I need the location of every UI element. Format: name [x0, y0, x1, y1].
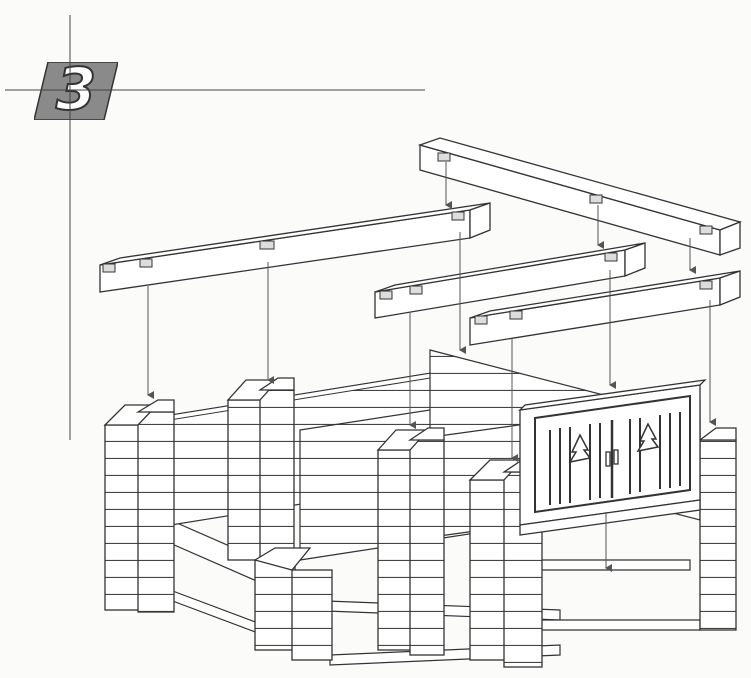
- roof-beam-front: [469, 270, 741, 346]
- corner-post-middle-right: [376, 427, 445, 656]
- corner-posts: [103, 377, 737, 668]
- corner-post-middle-left: [226, 377, 333, 661]
- roof-beam-middle: [374, 242, 646, 319]
- pine-tree-icon: [568, 422, 660, 464]
- corner-post-front-left: [103, 399, 175, 613]
- assembly-arrows: [147, 162, 716, 572]
- corner-post-back-right: [698, 427, 737, 631]
- roof-beam-back: [417, 137, 743, 256]
- door-panel: [518, 379, 707, 536]
- roof-beam-left: [99, 202, 491, 293]
- step-number-badge: 3: [33, 55, 119, 123]
- step-number: 3: [55, 55, 97, 123]
- header-guide-lines: [5, 15, 425, 440]
- roof-beams: [99, 137, 743, 346]
